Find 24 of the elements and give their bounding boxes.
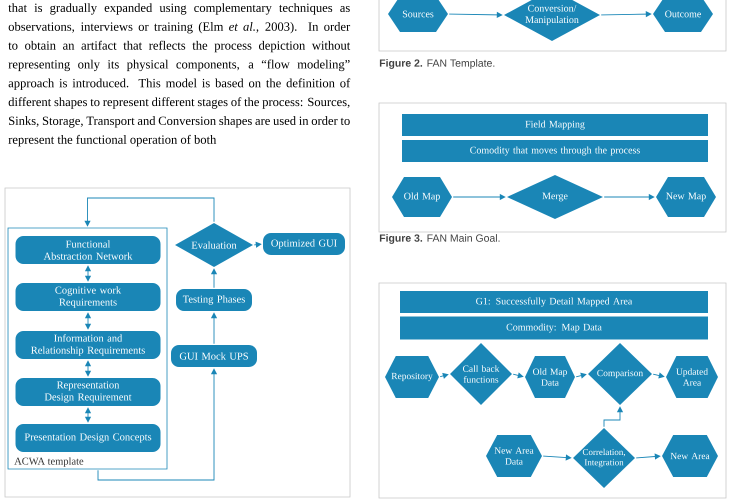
hexagon-node: Repository: [385, 356, 439, 398]
hexagon-node: Updated Area: [666, 356, 718, 398]
goal-band: Commodity: Map Data: [400, 316, 708, 340]
figure-caption: Figure 3. FAN Main Goal.: [380, 234, 500, 244]
hexagon-node: New Map: [656, 177, 716, 217]
process-box: Information and Relationship Requirements: [16, 331, 160, 359]
hexagon-node: New Area: [662, 435, 718, 477]
hexagon-node: Old Map Data: [525, 356, 575, 398]
goal-band: Comodity that moves through the process: [402, 140, 708, 162]
hexagon-node: Old Map: [392, 177, 452, 217]
process-box: Functional Abstraction Network: [16, 236, 160, 264]
process-box: Presentation Design Concepts: [16, 424, 160, 452]
process-box: Optimized GUI: [263, 233, 345, 255]
figure-caption: Figure 2. FAN Template.: [380, 59, 494, 69]
hexagon-node: Outcome: [653, 0, 713, 32]
hexagon-node: New Area Data: [486, 435, 542, 477]
process-box: Representation Design Requirement: [16, 378, 160, 406]
goal-band: Field Mapping: [402, 114, 708, 136]
hexagon-node: Sources: [388, 0, 448, 32]
process-box: GUI Mock UPS: [171, 345, 257, 367]
body-paragraph: that is gradually expanded using complementary techniques as observations, interviews or training (Elm et al., 2003). In order to obtain an artifact that reflects the process depiction without representing only its physical components, a “flow modeling” approach is introduced. This model is based on the definition of different shapes to represent different stages of the process: Sources, Sinks, Storage, Transport and Conversion shapes are used in order to represent the functional operation of both: [8, 3, 350, 146]
process-box: Cognitive work Requirements: [16, 283, 160, 311]
goal-band: G1: Successfully Detail Mapped Area: [400, 291, 708, 313]
process-box: Testing Phases: [176, 289, 252, 311]
